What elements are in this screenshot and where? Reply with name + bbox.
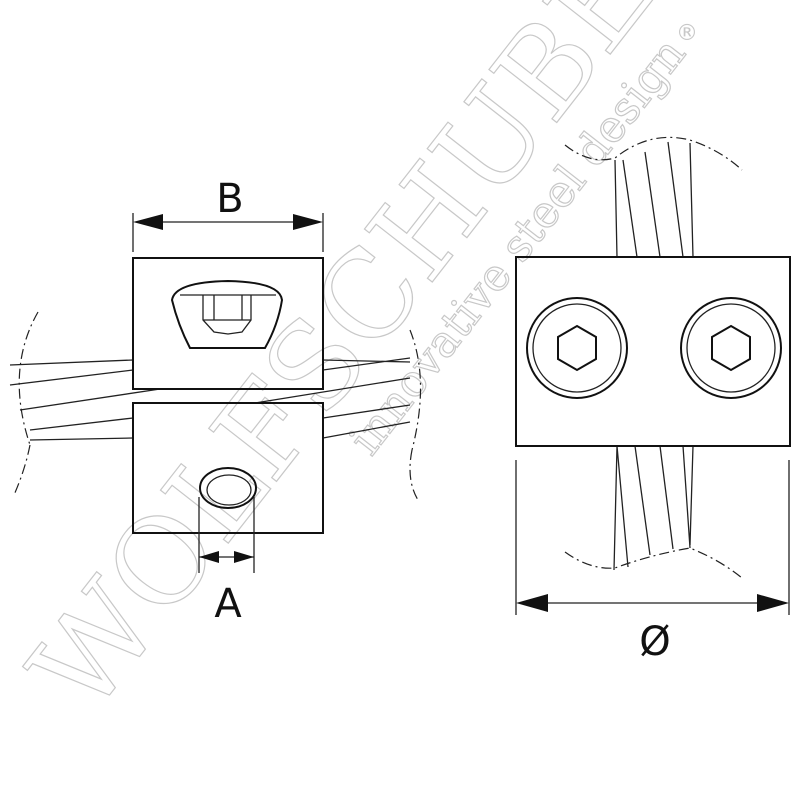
screw-left-icon [526, 297, 628, 399]
lower-clamp-block [132, 402, 324, 534]
rope-right [564, 136, 743, 579]
dimension-diameter: Ø [515, 460, 790, 665]
registered-mark: ® [676, 21, 698, 46]
side-view: B A [9, 176, 422, 627]
nut-icon [170, 279, 284, 349]
front-view: Ø [515, 136, 791, 665]
dimension-b-label: B [216, 176, 243, 222]
cable-hole-icon [199, 467, 257, 509]
dimension-a-label: A [214, 581, 242, 627]
dimension-a: A [198, 497, 255, 627]
clamp-body [515, 256, 791, 447]
rope-left [9, 311, 422, 501]
screw-right-icon [680, 297, 782, 399]
dimension-b: B [132, 176, 324, 252]
upper-clamp-block [132, 257, 324, 390]
dimension-diameter-label: Ø [639, 619, 670, 665]
